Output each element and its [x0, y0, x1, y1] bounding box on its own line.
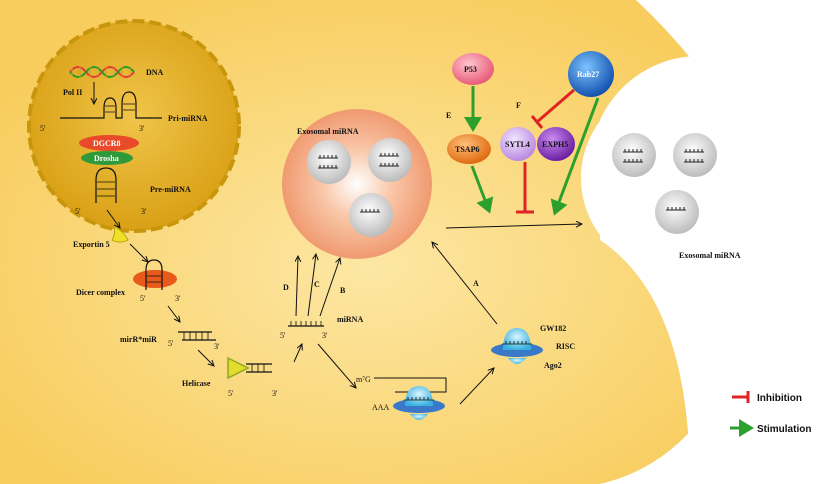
pathway-b: B — [340, 286, 346, 295]
helicase-enzyme — [227, 356, 250, 380]
duplex-5-end: 5' — [168, 339, 174, 348]
arrow-to-exportin — [106, 209, 120, 228]
rab27-protein — [568, 51, 614, 97]
pol-ii-label: Pol II — [63, 88, 82, 97]
arrow-d — [296, 256, 298, 317]
pathway-c: C — [314, 280, 320, 289]
tsap6-label: TSAP6 — [455, 145, 479, 154]
arrow-mirna-to-mrna — [317, 343, 356, 388]
pathway-e: E — [446, 111, 451, 120]
pri-5-end: 5' — [40, 124, 46, 133]
arrow-to-risc — [459, 368, 494, 405]
tsap6-protein — [447, 134, 491, 164]
pri-mirna-strand — [60, 91, 162, 119]
legend-stimulation-label: Stimulation — [757, 424, 811, 435]
dicer-5-end: 5' — [140, 294, 146, 303]
gw182-label: GW182 — [540, 324, 566, 333]
ago2-label: Ago2 — [544, 361, 562, 370]
p53-label: P53 — [464, 65, 477, 74]
mature-mirna — [288, 321, 324, 327]
pre-mirna-hairpin — [95, 167, 117, 203]
legend: Inhibition Stimulation — [730, 391, 811, 437]
stim-tsap6-release — [470, 165, 494, 214]
mirna-3-end: 3' — [322, 331, 328, 340]
pathway-d: D — [283, 283, 289, 292]
drosha-label: Drosha — [94, 154, 119, 163]
pri-3-end: 3' — [139, 124, 145, 133]
legend-inhibition-label: Inhibition — [757, 393, 802, 404]
dicer-protein — [133, 270, 177, 288]
mirna-duplex — [178, 331, 216, 341]
risc-label: RISC — [556, 342, 575, 351]
helicase-3-end: 3' — [272, 389, 278, 398]
pre-mirna-label: Pre-miRNA — [150, 185, 191, 194]
arrow-c — [307, 254, 316, 317]
extracellular-pocket — [581, 83, 771, 273]
inhib-rab27-sytl4 — [536, 88, 575, 124]
exportin-5-label: Exportin 5 — [73, 240, 110, 249]
pathway-f: F — [516, 101, 521, 110]
arrow-to-dicer — [129, 243, 148, 262]
dicer-3-end: 3' — [175, 294, 181, 303]
dna-label: DNA — [146, 68, 164, 77]
risc-complex-top — [491, 328, 543, 364]
arrow-to-duplex — [167, 305, 180, 322]
duplex-3-end: 3' — [214, 342, 220, 351]
released-exosome-mirna — [623, 149, 704, 211]
arrow-mvb-to-release — [445, 224, 582, 229]
inhib-rab27-sytl4-bar — [530, 115, 544, 129]
helicase-label: Helicase — [182, 379, 211, 388]
pre-3-end: 3' — [141, 207, 147, 216]
sytl4-label: SYTL4 — [505, 140, 530, 149]
arrow-a — [432, 242, 498, 325]
mirna-5-end: 5' — [280, 331, 286, 340]
arrow-to-helicase — [197, 349, 214, 366]
dgcr8-label: DGCR8 — [93, 139, 121, 148]
dicer-hairpin — [145, 259, 163, 290]
nucleus — [27, 19, 241, 233]
pathway-a: A — [473, 279, 479, 288]
mirna-label: miRNA — [337, 315, 363, 324]
mvb-exosomes — [307, 138, 412, 237]
dna-helix — [69, 66, 135, 78]
m7g-label: m⁷G — [356, 375, 371, 384]
released-exosomes — [612, 133, 717, 234]
dicer-complex-label: Dicer complex — [76, 288, 125, 297]
risc-complex-bottom — [393, 386, 445, 420]
exosomal-mirna-outer-label: Exosomal miRNA — [679, 251, 741, 260]
stim-rab27-release — [550, 97, 600, 216]
duplex-label: mirR*miR — [120, 335, 157, 344]
helicase-5-end: 5' — [228, 389, 234, 398]
arrow-b — [319, 258, 340, 317]
pri-mirna-label: Pri-miRNA — [168, 114, 208, 123]
rab27-label: Rab27 — [577, 70, 599, 79]
exph5-label: EXPH5 — [542, 140, 568, 149]
aaa-label: AAA — [372, 403, 390, 412]
arrow-helicase-to-mirna — [293, 344, 302, 363]
exosomal-mirna-inner-label: Exosomal miRNA — [297, 127, 359, 136]
p53-protein — [452, 53, 494, 85]
drosha-protein — [81, 151, 133, 165]
helicase-strands — [246, 363, 272, 373]
sytl4-protein — [500, 127, 536, 161]
exph5-protein — [537, 127, 575, 161]
pre-5-end: 5' — [75, 207, 81, 216]
exportin-5-pore — [111, 224, 129, 243]
mvb-exosome-mirna — [318, 153, 399, 213]
dgcr8-protein — [79, 135, 139, 151]
